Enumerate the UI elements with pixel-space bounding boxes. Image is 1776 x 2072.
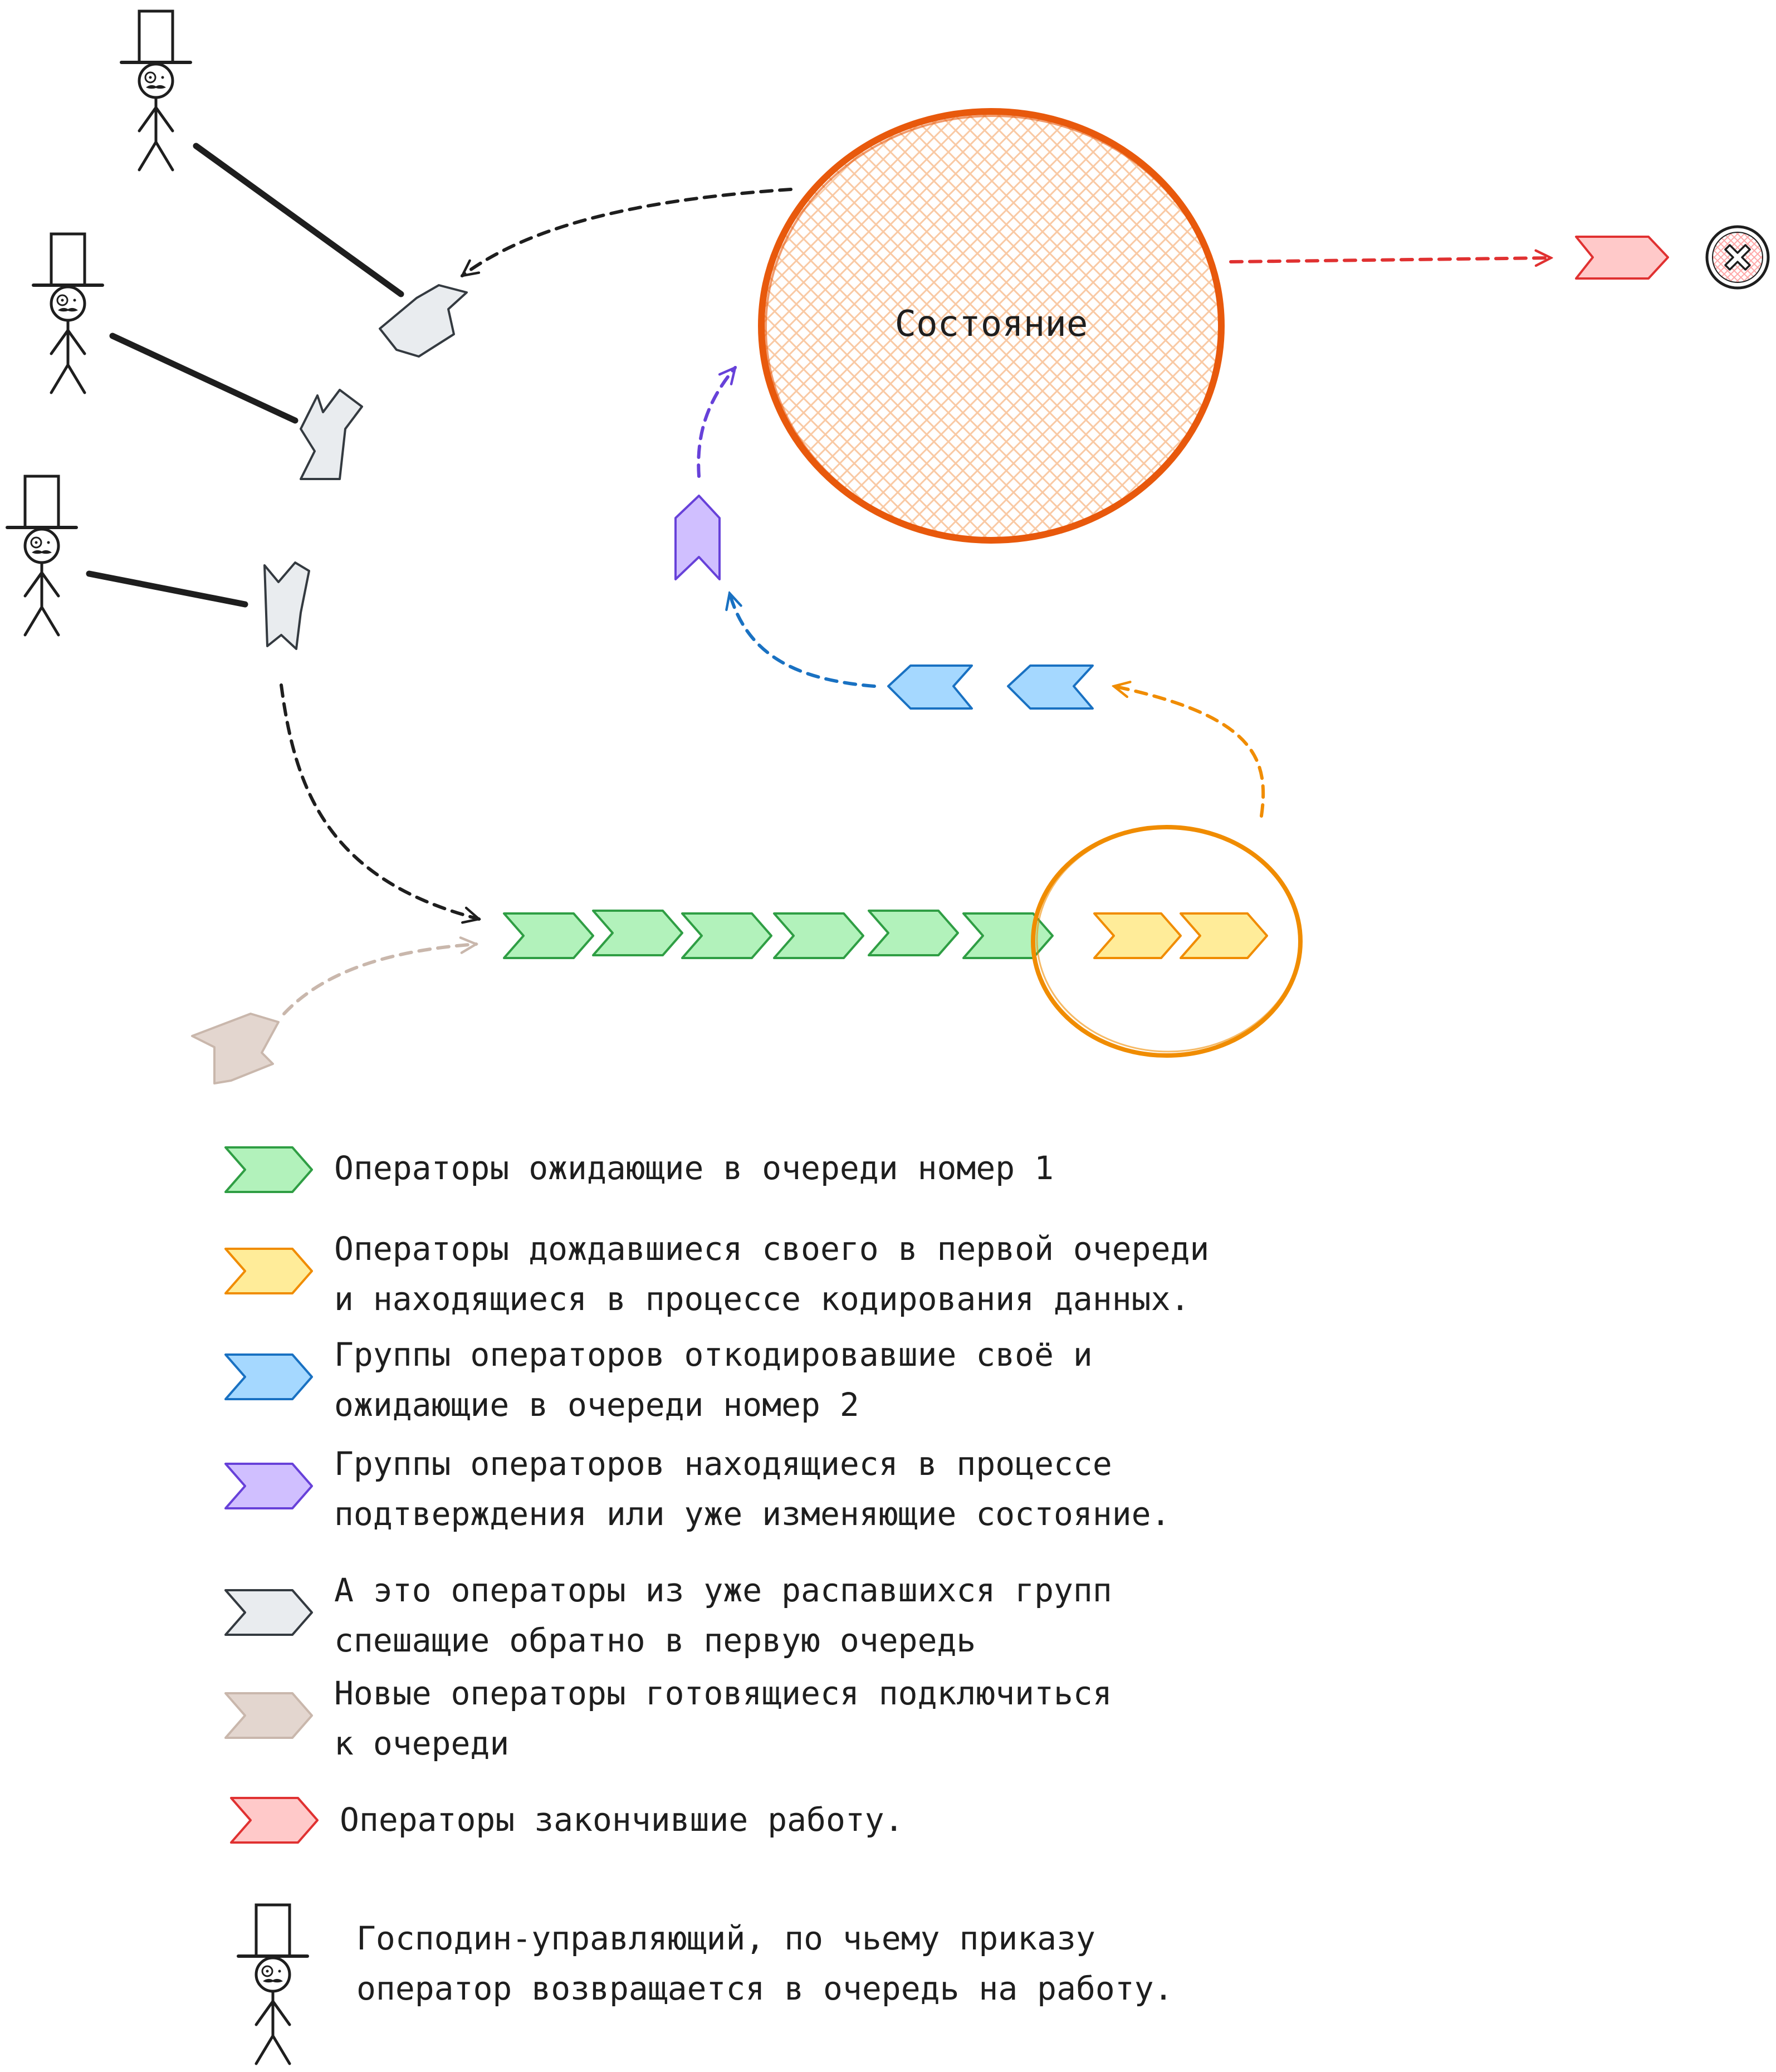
- legend: Операторы ожидающие в очереди номер 1 Оп…: [224, 1146, 1229, 2064]
- green-operator: [681, 912, 772, 959]
- state-label: Состояние: [895, 304, 1088, 345]
- cancel-icon: [1705, 225, 1770, 290]
- legend-manager-icon: [238, 1905, 307, 2064]
- legend-text-blue: Группы операторов откодировавшие своё и …: [334, 1336, 1112, 1424]
- green-operator: [868, 910, 959, 956]
- manager-figure-1: [121, 11, 190, 170]
- legend-text-purple: Группы операторов находящиеся в процессе…: [334, 1445, 1171, 1533]
- legend-swatch-purple: [224, 1463, 313, 1509]
- blue-operator: [1007, 664, 1094, 710]
- legend-text-gray: А это операторы из уже распавшихся групп…: [334, 1571, 1132, 1659]
- legend-swatch-beige: [224, 1692, 313, 1739]
- gray-operator-2: [300, 389, 363, 480]
- finished-arrow: [1229, 258, 1551, 262]
- legend-text-manager: Господин-управляющий, по чьему приказу о…: [356, 1919, 1173, 2007]
- blue-operator: [887, 664, 973, 710]
- gray-to-queue-arrow: [280, 683, 479, 919]
- manager-line-1: [193, 143, 404, 297]
- red-operator: [1575, 236, 1669, 280]
- green-operator: [773, 912, 864, 959]
- legend-text-red: Операторы закончившие работу.: [340, 1801, 904, 1839]
- purple-operator: [674, 495, 721, 580]
- manager-figure-2: [33, 234, 102, 393]
- yellow-operator: [1093, 912, 1182, 959]
- manager-line-2: [109, 333, 299, 424]
- green-operator: [503, 912, 594, 959]
- manager-line-3: [86, 570, 248, 608]
- state-to-gray-arrow: [462, 188, 792, 277]
- legend-swatch-red: [230, 1797, 319, 1844]
- manager-figure-3: [7, 476, 76, 635]
- beige-operator: [191, 1013, 280, 1084]
- gray-operator-3: [263, 561, 310, 650]
- beige-to-queue-arrow: [282, 944, 476, 1015]
- blue-to-purple-arrow: [730, 593, 876, 688]
- green-queue: [503, 910, 1054, 959]
- yellow-operator: [1180, 912, 1268, 959]
- legend-text-yellow: Операторы дождавшиеся своего в первой оч…: [334, 1230, 1229, 1318]
- legend-swatch-gray: [224, 1589, 313, 1636]
- legend-text-green: Операторы ожидающие в очереди номер 1: [334, 1149, 1054, 1187]
- gray-operator-1: [379, 284, 468, 358]
- state-circle: [758, 108, 1225, 544]
- legend-text-beige: Новые операторы готовящиеся подключиться…: [334, 1674, 1132, 1762]
- legend-swatch-green: [224, 1146, 313, 1193]
- purple-to-state-arrow: [697, 368, 735, 478]
- legend-swatch-blue: [224, 1353, 313, 1400]
- ring-to-blue-arrow: [1114, 686, 1265, 818]
- legend-swatch-yellow: [224, 1248, 313, 1294]
- green-operator: [592, 910, 683, 956]
